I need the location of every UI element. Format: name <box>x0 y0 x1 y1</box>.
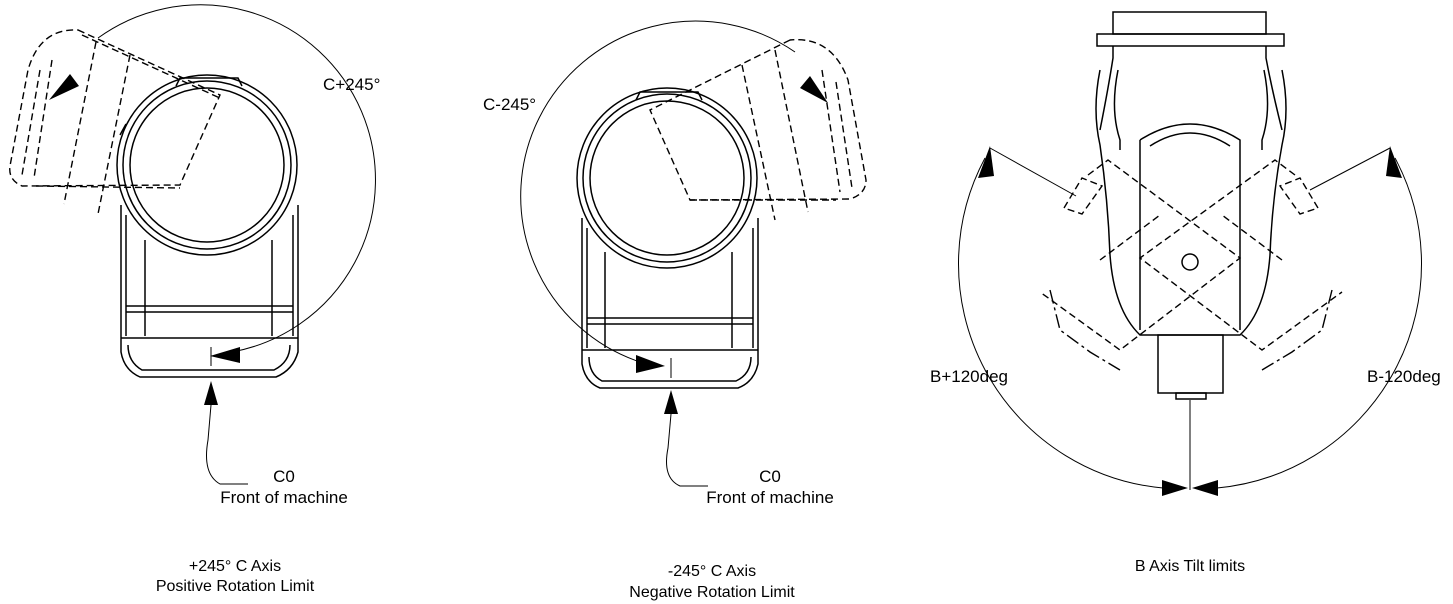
spindle-inner-circle <box>589 100 745 256</box>
c0-leader <box>206 404 248 485</box>
arc-arrowhead-end <box>636 355 665 373</box>
b-plus-arc <box>958 157 1164 489</box>
c0-label-1: C0 <box>273 467 295 486</box>
spindle-middle-circle <box>582 93 752 263</box>
front-note-2: Front of machine <box>706 488 834 507</box>
b-plus-arrowhead-bottom <box>1162 480 1188 496</box>
spindle-body <box>120 205 299 378</box>
arc-arrowhead-end <box>210 347 240 363</box>
spindle-middle-circle <box>122 80 292 250</box>
spindle-inner-circle <box>129 87 285 243</box>
b-plus-limit-line <box>989 147 1077 197</box>
c0-leader <box>666 413 708 487</box>
caption-3: B Axis Tilt limits <box>1135 558 1245 575</box>
b-minus-label: B-120deg <box>1367 367 1441 386</box>
front-note-1: Front of machine <box>220 488 348 507</box>
b-minus-arc <box>1216 157 1422 489</box>
c-positive-angle-label: C+245° <box>323 75 380 94</box>
caption-1-line2: Positive Rotation Limit <box>156 578 315 595</box>
b-minus-arrowhead-top <box>1386 146 1402 178</box>
caption-2-line1: -245° C Axis <box>668 563 756 580</box>
c0-label-2: C0 <box>759 467 781 486</box>
view-positive-rotation <box>9 4 376 485</box>
arc-arrowhead-start <box>800 76 828 103</box>
c-positive-rotation-arc <box>97 4 376 353</box>
spindle-outer-circle <box>576 87 758 269</box>
c0-arrowhead <box>204 381 218 405</box>
c0-arrowhead <box>664 390 678 414</box>
view-negative-rotation <box>520 20 867 487</box>
c-negative-rotation-arc <box>520 20 796 363</box>
spindle-body <box>581 218 759 389</box>
view-b-axis-tilt <box>958 11 1422 496</box>
c-negative-angle-label: C-245° <box>483 95 536 114</box>
arc-arrowhead-start <box>49 74 79 100</box>
spindle-outer-circle <box>116 74 298 256</box>
caption-2-line2: Negative Rotation Limit <box>629 584 795 601</box>
b-minus-arrowhead-bottom <box>1192 480 1218 496</box>
head-body <box>1095 69 1287 400</box>
b-plus-arrowhead-top <box>978 146 994 178</box>
head-top-flange <box>1096 11 1285 131</box>
pivot-circle <box>1181 253 1199 271</box>
b-minus-limit-line <box>1309 147 1391 191</box>
tilted-positions-dashed <box>1039 159 1343 371</box>
b-plus-label: B+120deg <box>930 367 1008 386</box>
rotated-housing-dashed <box>649 38 867 221</box>
rotated-housing-dashed <box>9 29 223 215</box>
caption-1-line1: +245° C Axis <box>189 558 281 575</box>
